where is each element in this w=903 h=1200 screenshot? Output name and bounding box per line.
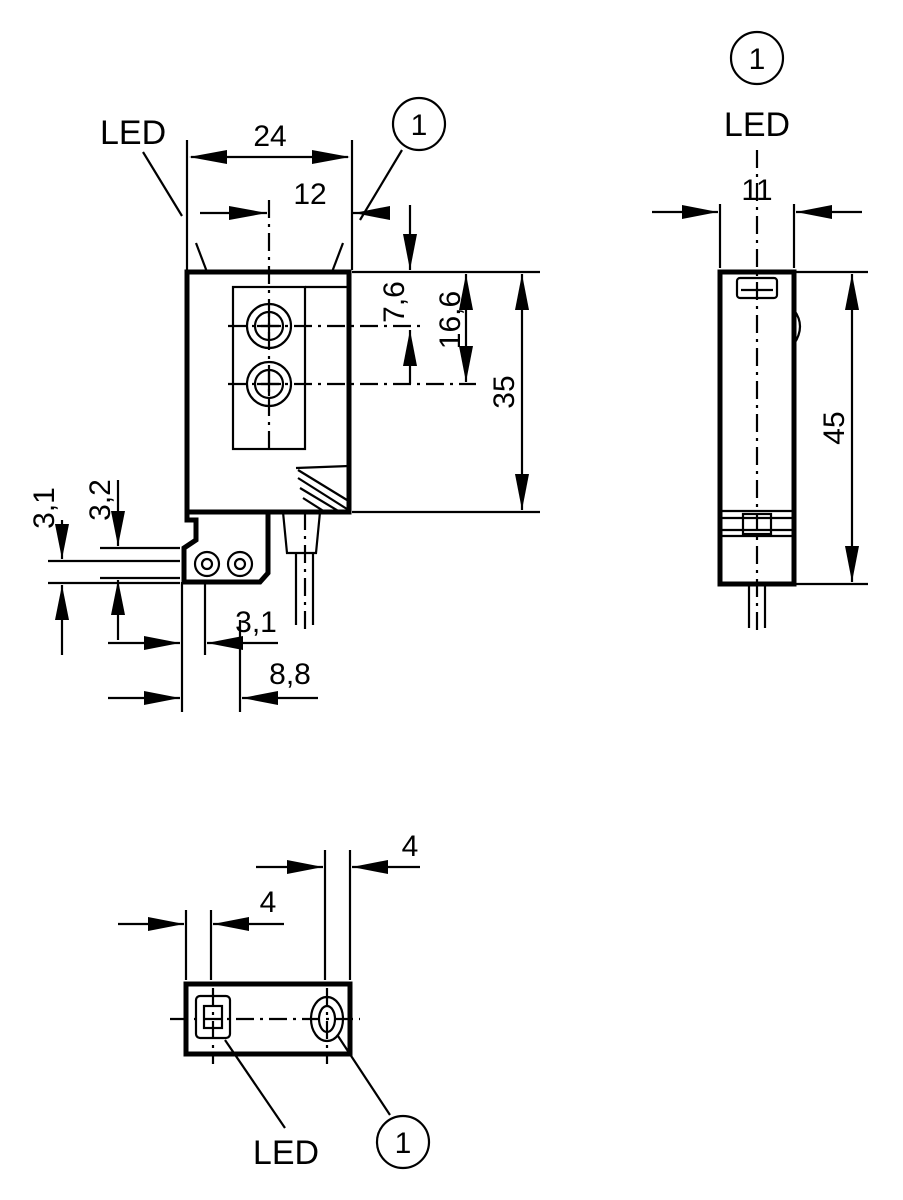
top-dim-right-4: 4 — [402, 830, 419, 863]
top-dim-left-4: 4 — [260, 886, 277, 919]
side-view: 1 LED 11 45 — [652, 30, 868, 636]
top-led-label: LED — [253, 1134, 319, 1172]
dim-bracket-3-2: 3,2 — [84, 479, 117, 521]
side-dim-height-45: 45 — [818, 411, 851, 444]
front-callout-1: 1 — [411, 109, 428, 142]
dim-lens-spacing-16-6: 16,6 — [434, 291, 467, 349]
dim-lens-top-7-6: 7,6 — [378, 281, 411, 323]
dim-lens-offset-12: 12 — [293, 178, 326, 211]
dim-height-35: 35 — [488, 375, 521, 408]
front-led-label: LED — [100, 114, 166, 152]
dim-bracket-3-1-horizontal: 3,1 — [235, 606, 277, 639]
side-led-label: LED — [724, 106, 790, 144]
front-cable — [281, 511, 322, 630]
cable-gland-hatch — [295, 464, 350, 513]
dim-width-24: 24 — [253, 120, 286, 153]
dim-bracket-3-1-vertical: 3,1 — [28, 487, 61, 529]
front-view: LED 1 24 12 7,6 16,6 — [28, 96, 540, 712]
dim-bracket-8-8: 8,8 — [269, 658, 311, 691]
top-callout-1: 1 — [395, 1127, 412, 1160]
lens-window — [231, 285, 307, 451]
mounting-bracket — [181, 512, 271, 585]
side-dim-width-11: 11 — [741, 174, 772, 207]
side-callout-1: 1 — [749, 43, 766, 76]
top-view: 4 4 LED 1 — [118, 830, 431, 1172]
